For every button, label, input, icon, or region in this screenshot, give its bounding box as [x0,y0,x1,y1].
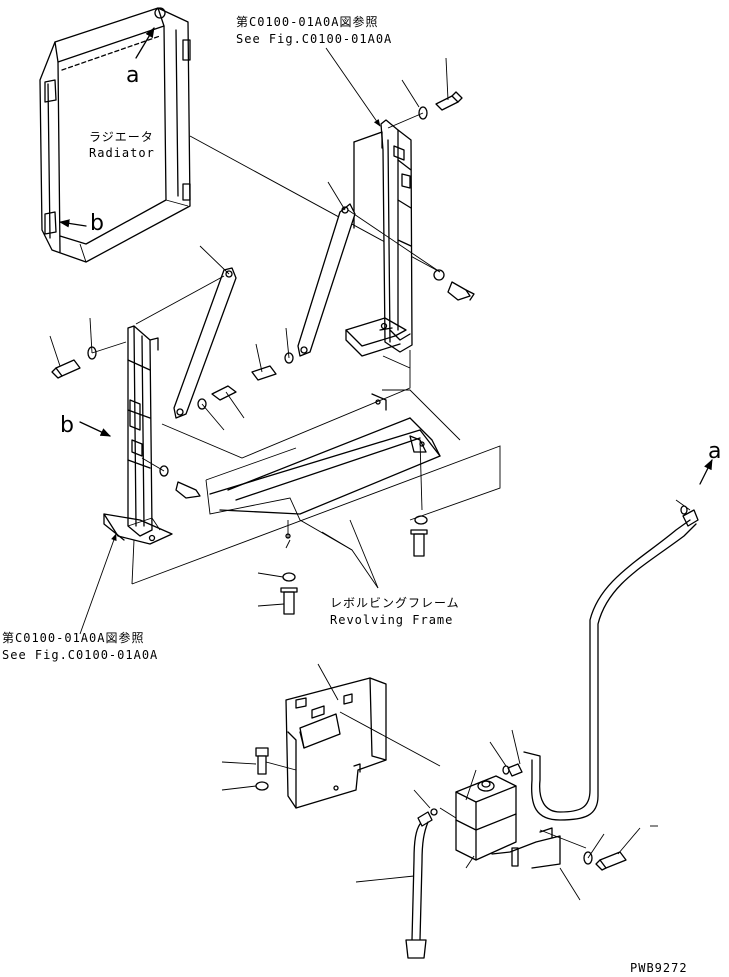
reference-left: 第C0100-01A0A図参照 See Fig.C0100-01A0A [2,533,158,662]
reference-top: 第C0100-01A0A図参照 See Fig.C0100-01A0A [236,14,392,127]
reference-top-en: See Fig.C0100-01A0A [236,32,392,46]
view-a-radiator-marker: a [126,63,139,88]
left-bracket [103,325,173,585]
bolt-frame-left [257,572,298,615]
bolt-right-lower [433,269,475,301]
drawing-code: PWB9272 [630,961,688,975]
reference-left-jp: 第C0100-01A0A図参照 [2,630,144,645]
overflow-hose: a [523,439,721,821]
drain-hose [355,789,457,959]
radiator: a b ラジエータ Radiator [39,7,191,263]
view-b-radiator-marker: b [90,211,104,236]
revolving-frame [131,350,501,589]
hose-clip-upper [489,729,523,777]
reference-top-jp: 第C0100-01A0A図参照 [236,14,378,29]
bolt-stay-middle [251,327,294,381]
frame-label-en: Revolving Frame [330,613,453,627]
right-bracket [345,119,413,369]
bolt-left-lower [141,457,201,499]
bolt-stay-left [197,385,245,431]
bolt-frame-right [410,515,428,557]
bolt-tank-right [583,825,658,871]
reserve-tank [455,769,587,901]
view-b-left-marker: b [60,413,74,438]
view-b-left-arrow [79,421,111,437]
bolt-tank-bracket [221,747,297,791]
frame-label-jp: レボルビングフレーム [330,596,460,610]
stay-left [135,245,237,419]
radiator-label-en: Radiator [89,146,155,160]
view-a-right-marker: a [708,439,721,464]
bolt-left-bracket [49,317,127,379]
radiator-label-jp: ラジエータ [89,130,154,144]
stay-middle [297,181,441,357]
tank-bracket [285,663,441,809]
bolt-top-right [387,57,463,129]
reference-left-en: See Fig.C0100-01A0A [2,648,158,662]
